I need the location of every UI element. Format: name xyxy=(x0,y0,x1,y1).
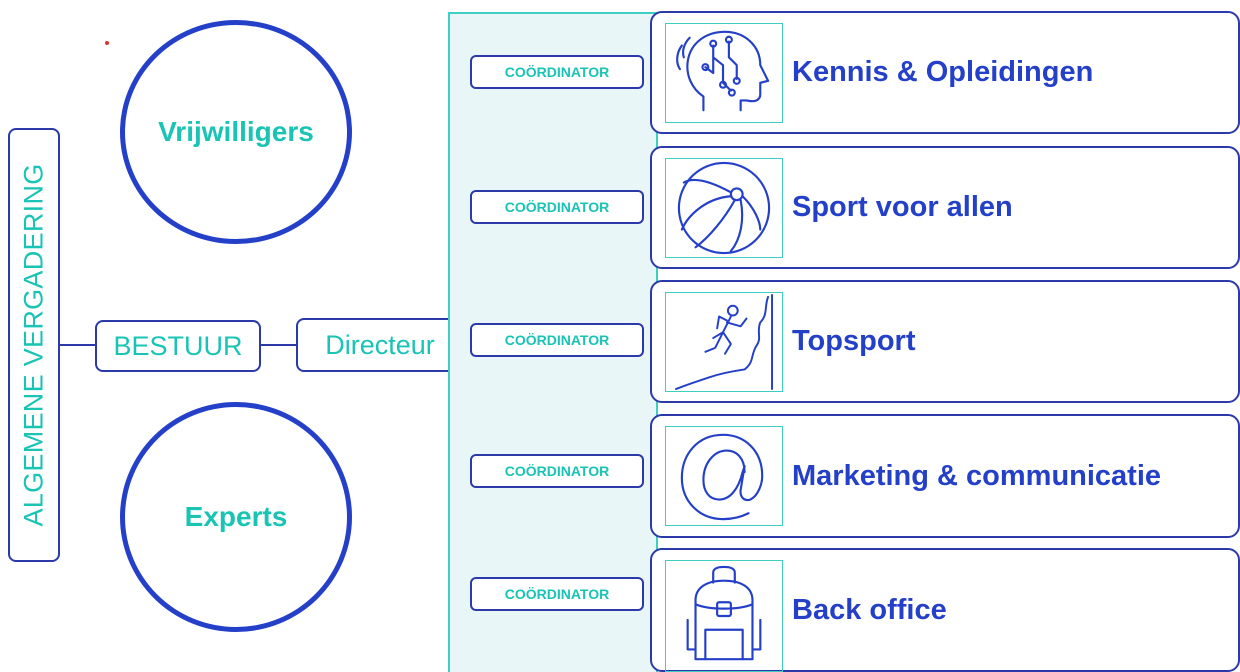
connector-line xyxy=(261,344,296,346)
coordinator-label: COÖRDINATOR xyxy=(504,332,610,348)
coordinator-label: COÖRDINATOR xyxy=(504,199,610,215)
bestuur-box: BESTUUR xyxy=(95,320,261,372)
department-card-sport: Sport voor allen xyxy=(650,146,1240,269)
coordinator-label: COÖRDINATOR xyxy=(504,586,610,602)
at-sign-icon xyxy=(665,426,783,526)
department-card-topsport: Topsport xyxy=(650,280,1240,403)
directeur-label: Directeur xyxy=(325,329,435,360)
department-card-backoffice: Back office xyxy=(650,548,1240,672)
brain-head-icon xyxy=(665,23,783,123)
coordinator-box: COÖRDINATOR xyxy=(470,454,644,488)
algemene-vergadering-label: ALGEMENE VERGADERING xyxy=(18,163,49,527)
coordinator-box: COÖRDINATOR xyxy=(470,323,644,357)
coordinator-box: COÖRDINATOR xyxy=(470,55,644,89)
backpack-icon xyxy=(665,560,783,672)
coordinator-box: COÖRDINATOR xyxy=(470,190,644,224)
directeur-box: Directeur xyxy=(296,318,464,372)
coordinator-label: COÖRDINATOR xyxy=(504,64,610,80)
department-card-kennis: Kennis & Opleidingen xyxy=(650,11,1240,134)
bestuur-label: BESTUUR xyxy=(113,330,243,361)
connector-line xyxy=(60,344,95,346)
department-label: Sport voor allen xyxy=(792,191,1013,223)
department-card-marketing: Marketing & communicatie xyxy=(650,414,1240,538)
algemene-vergadering-box: ALGEMENE VERGADERING xyxy=(8,128,60,562)
vrijwilligers-circle: Vrijwilligers xyxy=(120,20,352,244)
department-label: Topsport xyxy=(792,325,916,357)
climber-icon xyxy=(665,292,783,392)
coordinator-box: COÖRDINATOR xyxy=(470,577,644,611)
department-label: Back office xyxy=(792,593,947,626)
experts-label: Experts xyxy=(184,501,288,532)
department-label: Kennis & Opleidingen xyxy=(792,56,1094,88)
vrijwilligers-label: Vrijwilligers xyxy=(158,116,314,147)
stray-dot xyxy=(105,41,109,45)
experts-circle: Experts xyxy=(120,402,352,632)
department-label: Marketing & communicatie xyxy=(792,459,1162,492)
ball-icon xyxy=(665,158,783,258)
coordinator-label: COÖRDINATOR xyxy=(504,463,610,479)
